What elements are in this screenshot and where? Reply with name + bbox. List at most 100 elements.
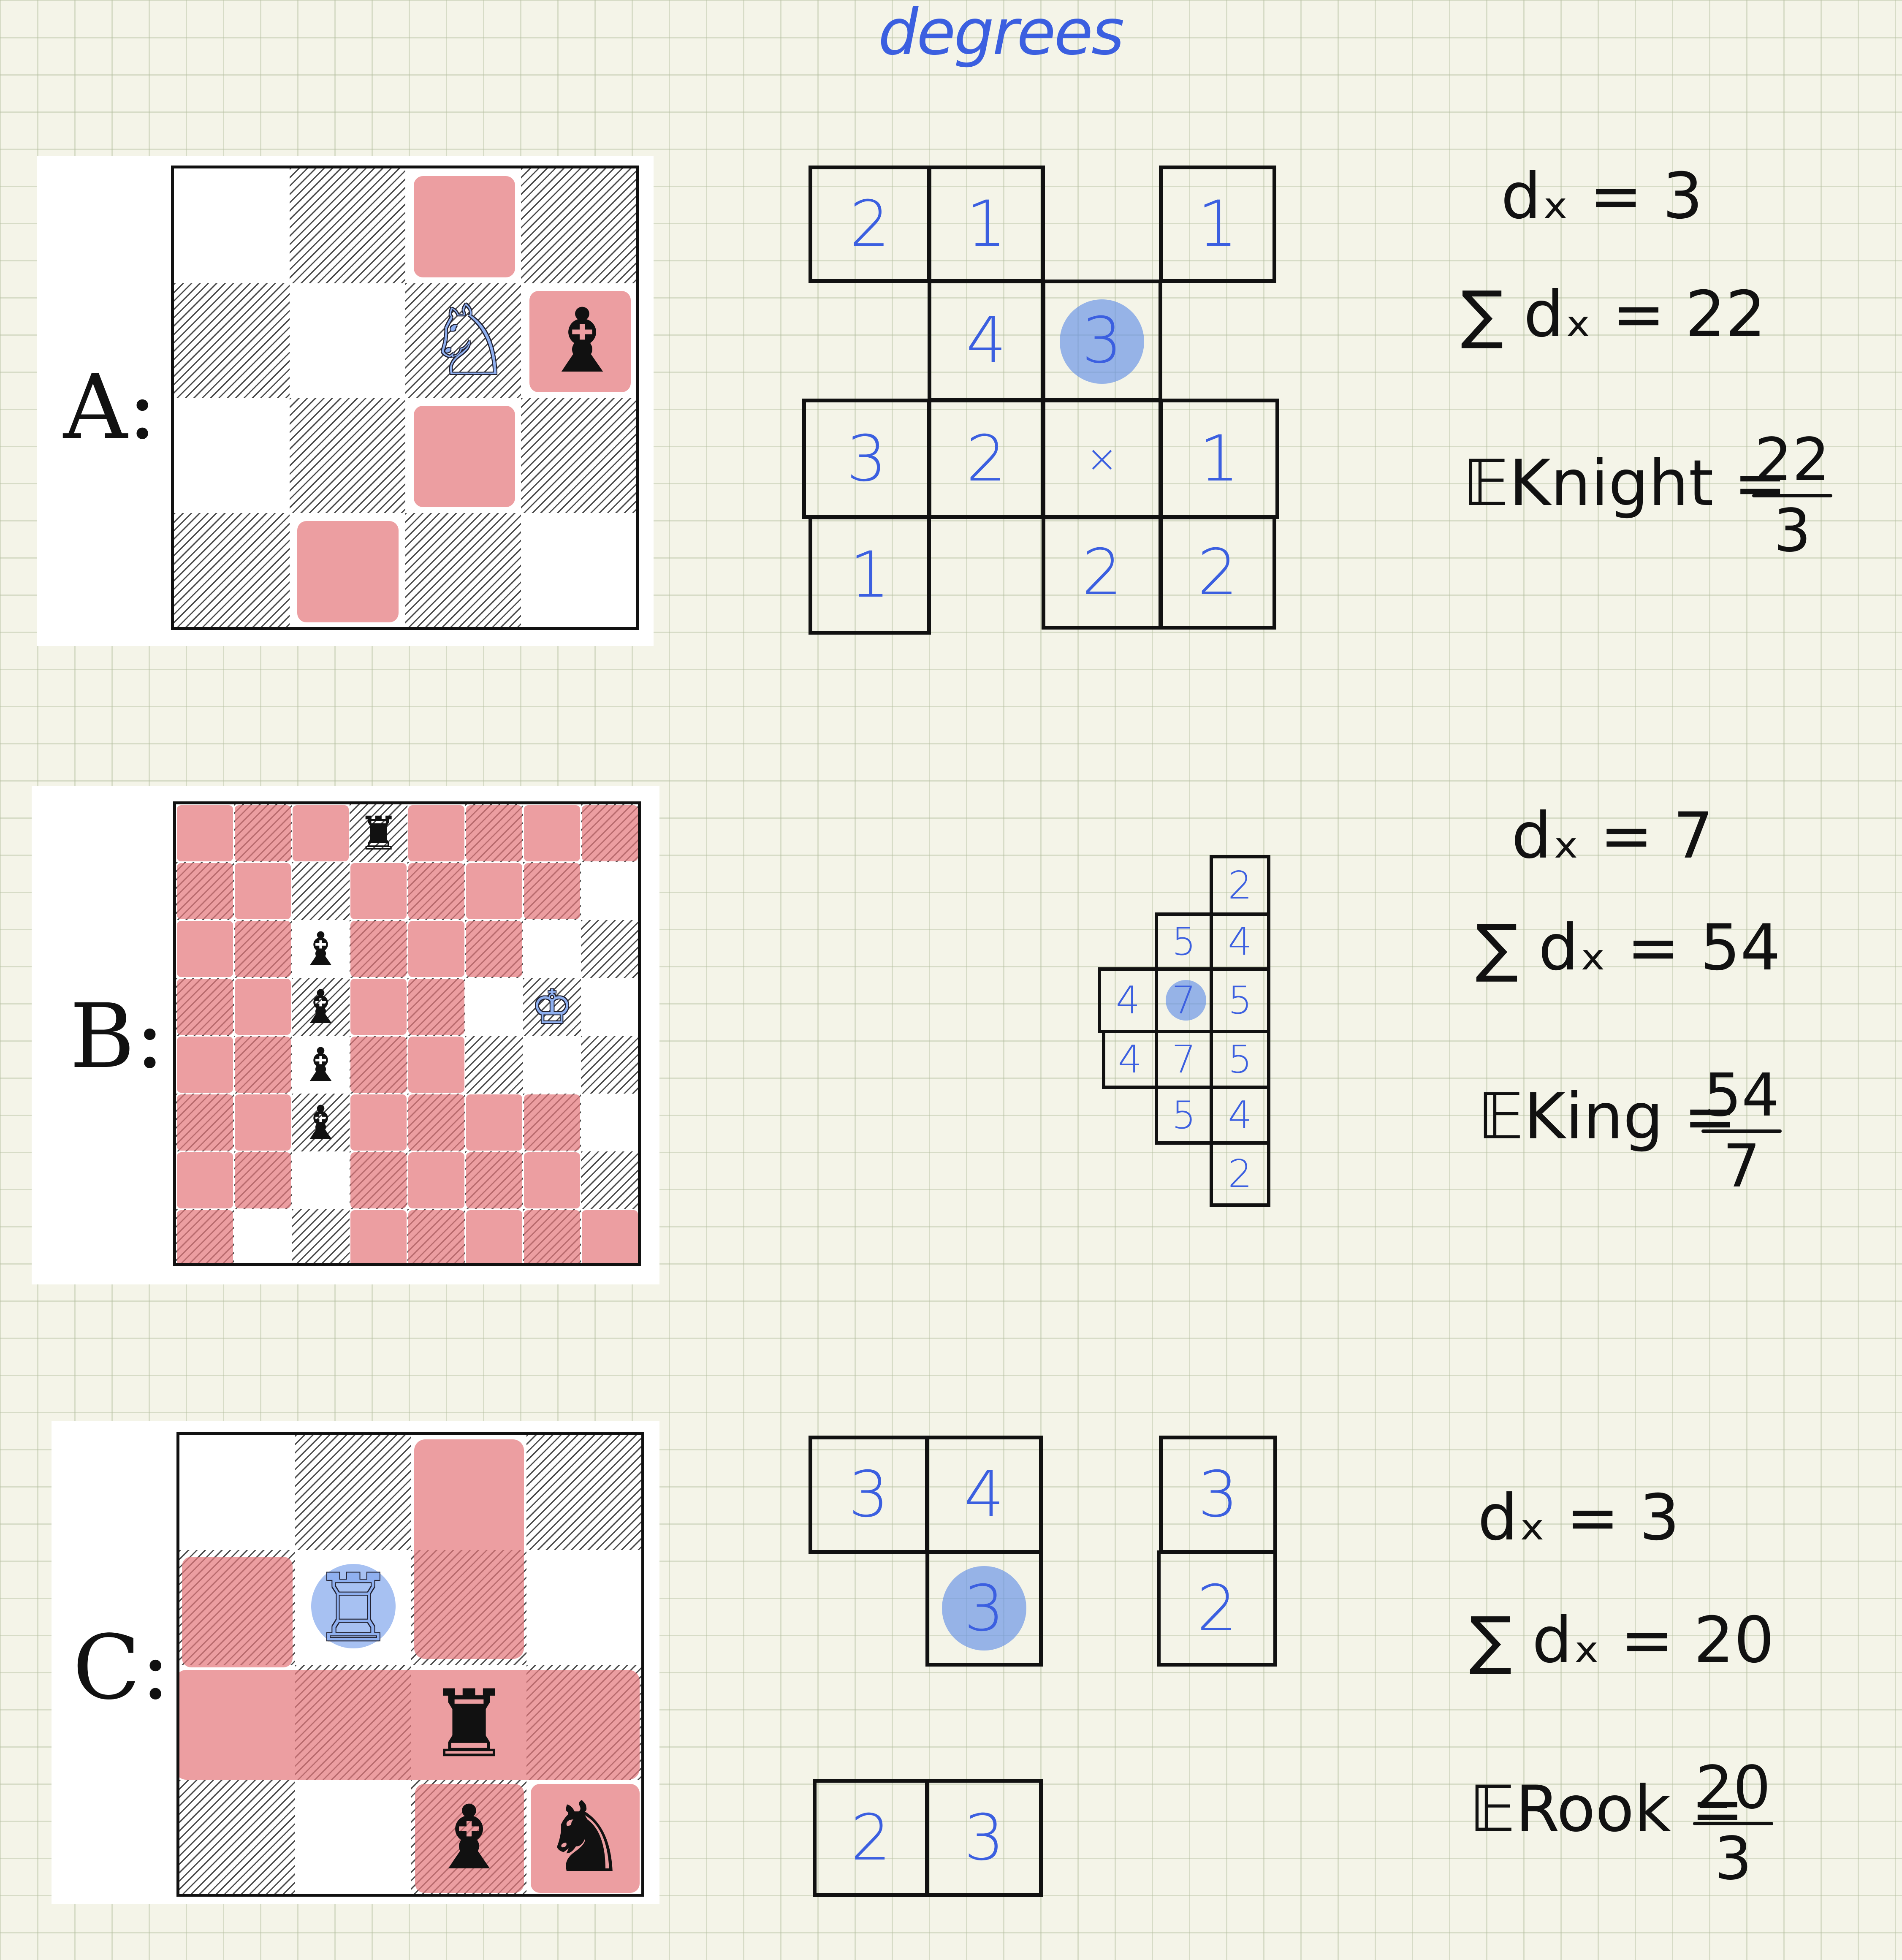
board-square	[521, 168, 636, 283]
fraction-denominator: 7	[1723, 1132, 1761, 1201]
attacked-square	[408, 1037, 464, 1093]
board-square	[526, 1550, 641, 1665]
black-bishop-icon: ♝	[542, 289, 622, 393]
formula-a-sum: ∑ dₓ = 22	[1461, 278, 1766, 351]
attacked-square	[524, 1210, 580, 1263]
board-square	[581, 920, 638, 978]
board-b: ♜♝♝♝♝♔	[173, 801, 641, 1266]
attacked-square	[408, 863, 464, 919]
board-square	[350, 804, 407, 862]
attacked-square	[408, 805, 464, 861]
degree-cell-current: 3	[925, 1550, 1043, 1667]
board-square	[521, 513, 636, 627]
black-rook-icon: ♜	[358, 806, 399, 861]
attacked-square	[235, 921, 291, 977]
attacked-square	[350, 863, 407, 919]
attacked-square	[177, 1094, 233, 1151]
attacked-square	[235, 863, 291, 919]
degree-cell: 5	[1155, 1086, 1213, 1145]
attacked-square	[408, 979, 464, 1035]
attacked-square	[350, 1210, 407, 1263]
section-a-label: A:	[63, 356, 157, 459]
board-square	[465, 978, 523, 1036]
black-bishop-icon: ♝	[300, 922, 342, 976]
board-square	[523, 978, 581, 1036]
degree-cell: 5	[1210, 1030, 1270, 1089]
attacked-square	[529, 291, 631, 392]
attacked-square	[177, 979, 233, 1035]
board-square	[179, 1780, 295, 1894]
degree-cell: 2	[809, 166, 931, 283]
attacked-square	[350, 1037, 407, 1093]
attacked-square	[524, 863, 580, 919]
degree-cell: 3	[809, 1436, 929, 1554]
fraction-b: 54 7	[1701, 1066, 1782, 1196]
fraction-bar	[1701, 1129, 1782, 1133]
degree-cell: 4	[925, 1436, 1043, 1554]
formula-b-dx: dₓ = 7	[1511, 799, 1714, 873]
board-square	[292, 1094, 350, 1151]
degree-cell: 2	[813, 1779, 929, 1897]
board-square	[290, 398, 405, 513]
attacked-square	[524, 805, 580, 861]
origin-cell-marker: ×	[1042, 399, 1162, 519]
attacked-square	[408, 921, 464, 977]
attacked-square	[466, 1094, 522, 1151]
board-square	[581, 862, 638, 920]
attacked-square	[524, 1094, 580, 1151]
degree-cell: 3	[1159, 1436, 1277, 1554]
attacked-square	[177, 863, 233, 919]
fraction-bar	[1693, 1822, 1773, 1825]
attacked-square	[582, 1210, 638, 1263]
attacked-square	[350, 921, 407, 977]
board-square	[292, 862, 350, 920]
attacked-square	[350, 979, 407, 1035]
board-square	[179, 1435, 295, 1550]
attacked-row	[179, 1670, 640, 1780]
black-bishop-icon: ♝	[300, 1095, 342, 1150]
degree-cell: 1	[928, 166, 1045, 283]
white-knight-icon: ♘	[425, 285, 513, 397]
formula-b-sum: ∑ dₓ = 54	[1476, 911, 1781, 985]
formula-b-expected: 𝔼King =	[1478, 1080, 1737, 1154]
fraction-numerator: 54	[1704, 1061, 1780, 1130]
board-square	[292, 978, 350, 1036]
board-square	[290, 283, 405, 398]
attacked-square	[235, 1152, 291, 1208]
attacked-square	[524, 1152, 580, 1208]
degree-cell: 2	[928, 399, 1045, 519]
black-bishop-icon: ♝	[429, 1786, 509, 1889]
degree-cell: 4	[1102, 1030, 1158, 1089]
attacked-square	[177, 1152, 233, 1208]
attacked-square	[582, 805, 638, 861]
board-square	[405, 513, 521, 627]
attacked-square	[293, 805, 349, 861]
degree-cell: 3	[925, 1779, 1043, 1897]
section-c-label: C:	[73, 1616, 171, 1719]
degree-cell: 1	[809, 516, 931, 635]
degree-cell: 3	[802, 399, 931, 519]
degree-cell: 4	[928, 280, 1045, 402]
board-square	[174, 398, 290, 513]
board-square	[523, 920, 581, 978]
degree-cell-current: 3	[1042, 280, 1162, 402]
degree-cell: 2	[1210, 1141, 1270, 1207]
black-knight-icon: ♞	[541, 1781, 629, 1894]
attacked-square	[415, 1784, 524, 1893]
attacked-square	[408, 1152, 464, 1208]
degree-cell-current: 7	[1155, 967, 1213, 1033]
degree-cell: 1	[1159, 166, 1276, 283]
formula-c-dx: dₓ = 3	[1478, 1481, 1680, 1555]
fraction-numerator: 22	[1754, 426, 1830, 494]
attacked-square	[177, 921, 233, 977]
attacked-square	[177, 805, 233, 861]
board-square	[295, 1780, 411, 1894]
attacked-square	[235, 805, 291, 861]
black-bishop-icon: ♝	[300, 1037, 342, 1092]
white-rook-icon: ♖	[312, 1554, 395, 1662]
attacked-square	[466, 1210, 522, 1263]
black-rook-icon: ♜	[427, 1670, 511, 1778]
attacked-square	[182, 1557, 293, 1667]
degree-cell: 7	[1155, 1030, 1213, 1089]
attacked-square	[414, 406, 515, 507]
